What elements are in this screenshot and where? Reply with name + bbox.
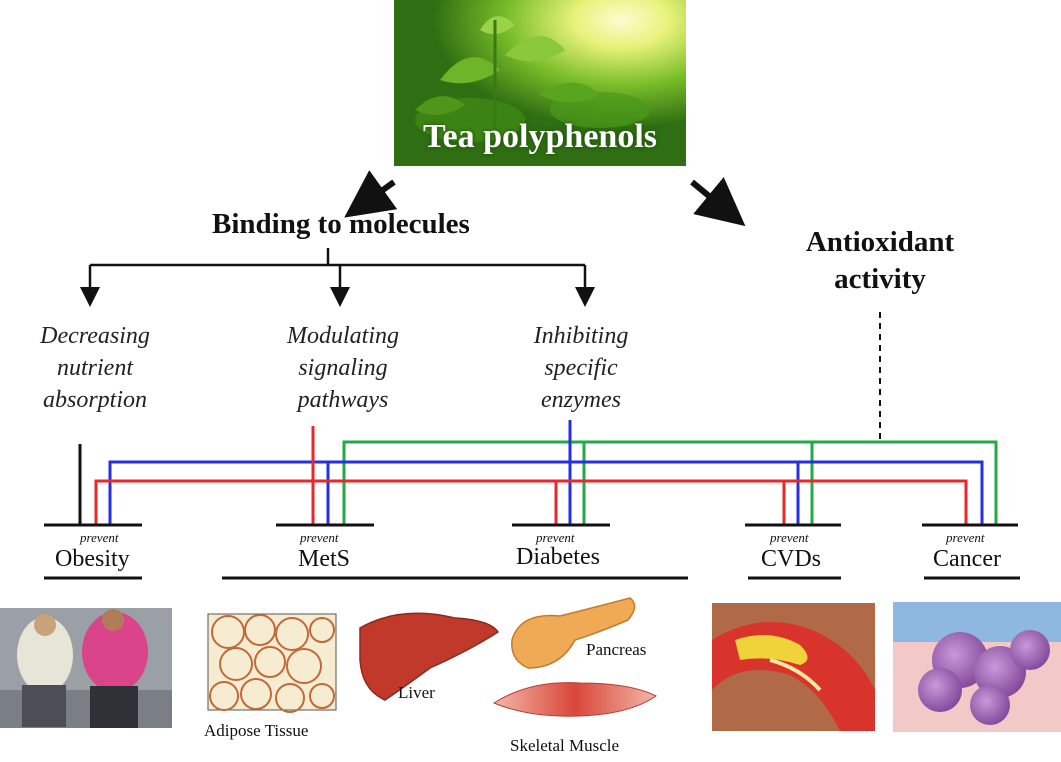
arrow-to-antioxidant (690, 177, 746, 227)
disease-obesity: Obesity (55, 546, 130, 572)
binding-tree (80, 248, 595, 307)
disease-diabetes: Diabetes (516, 544, 600, 570)
effect-line: pathways (297, 387, 389, 413)
disease-cvds: CVDs (761, 546, 822, 572)
arrow-to-binding (344, 170, 398, 218)
prevent-label-mets: prevent (300, 530, 339, 545)
effect-line: Modulating (287, 323, 399, 349)
caption-pancreas: Pancreas (586, 640, 647, 659)
effect-inhibiting-enzymes: Inhibiting specific enzymes (506, 320, 656, 416)
disease-mets: MetS (298, 546, 351, 572)
effect-modulating-pathways: Modulating signaling pathways (268, 320, 418, 416)
cancer-cells-image (893, 602, 1061, 732)
disease-bars (44, 523, 1020, 580)
antioxidant-label-line2: activity (834, 263, 926, 295)
caption-adipose-tissue: Adipose Tissue (204, 721, 309, 740)
prevent-label-obesity: prevent (80, 530, 119, 545)
effect-decreasing-absorption: Decreasing nutrient absorption (20, 320, 170, 416)
prevent-label-cvds: prevent (770, 530, 809, 545)
blue-connector (108, 420, 984, 525)
adipose-tissue-image (207, 613, 337, 713)
obesity-photo (0, 608, 172, 728)
prevent-label-cancer: prevent (946, 530, 985, 545)
effect-line: enzymes (541, 387, 621, 413)
binding-label: Binding to molecules (212, 208, 470, 240)
tea-leaf-image (394, 0, 686, 166)
skeletal-muscle-image (492, 682, 657, 717)
caption-liver: Liver (398, 683, 435, 702)
effect-line: signaling (298, 355, 388, 381)
effect-line: specific (544, 355, 618, 381)
artery-image (712, 603, 875, 731)
tea-polyphenols-title: Tea polyphenols (423, 118, 657, 155)
pancreas-image (511, 597, 636, 669)
caption-skeletal-muscle: Skeletal Muscle (510, 736, 620, 755)
prevent-label-diabetes: prevent (536, 530, 575, 545)
liver-image (359, 612, 500, 701)
effect-line: Decreasing (40, 323, 150, 349)
green-connector (342, 440, 998, 525)
disease-cancer: Cancer (933, 546, 1001, 572)
antioxidant-label-line1: Antioxidant (805, 226, 955, 258)
effect-line: absorption (42, 387, 147, 413)
red-connector (94, 426, 968, 525)
effect-line: Inhibiting (533, 323, 629, 349)
effect-line: nutrient (57, 355, 133, 381)
